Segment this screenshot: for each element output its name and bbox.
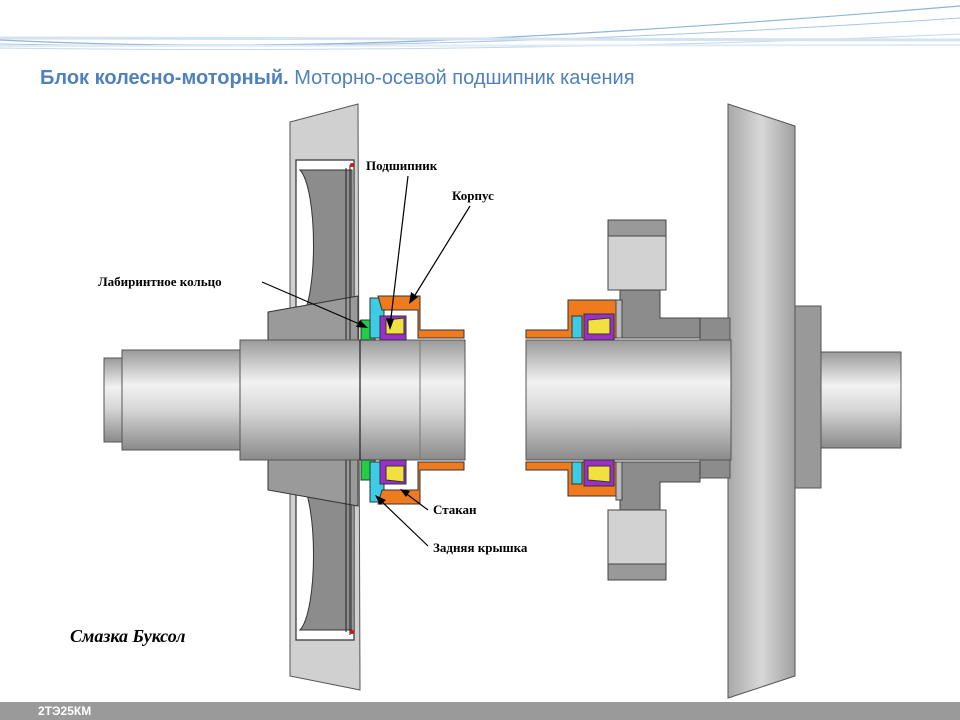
axle-shaft: [103, 339, 902, 461]
footer-bar: 2ТЭ25КМ: [0, 702, 960, 720]
axle-box-housing: [607, 219, 701, 581]
header-decoration: [0, 5, 960, 50]
left-bearing-top: [360, 295, 465, 341]
right-wheel: [699, 103, 822, 699]
right-bearing-top: [525, 299, 617, 341]
right-bearing-bottom: [525, 459, 617, 497]
footer-model-code: 2ТЭ25КМ: [38, 704, 92, 718]
leader-lines: [261, 175, 471, 547]
label-labyrinth-ring: Лабиринтное кольцо: [98, 274, 222, 289]
lubrication-caption: Смазка Буксол: [70, 626, 186, 646]
title-subtitle: Моторно-осевой подшипник качения: [294, 67, 635, 89]
label-housing: Корпус: [452, 188, 494, 203]
label-bearing: Подшипник: [366, 158, 438, 173]
title-bold: Блок колесно-моторный.: [40, 67, 289, 89]
page-title: Блок колесно-моторный. Моторно-осевой по…: [40, 67, 635, 90]
label-rear-cover: Задняя крышка: [433, 540, 528, 555]
label-sleeve: Стакан: [433, 502, 477, 517]
left-bearing-bottom: [360, 459, 465, 505]
